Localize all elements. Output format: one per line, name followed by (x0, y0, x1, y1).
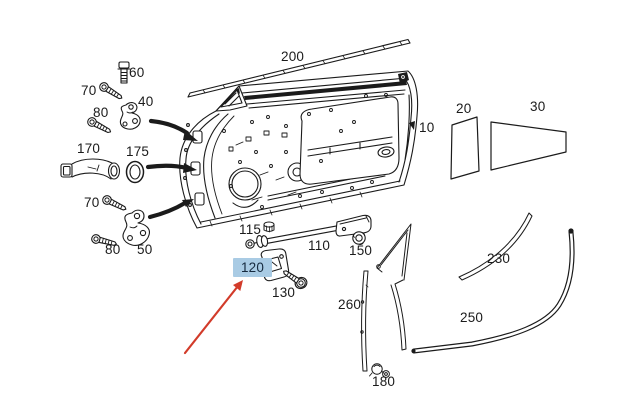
part-label-20[interactable]: 20 (456, 101, 472, 116)
part-label-180[interactable]: 180 (372, 374, 396, 389)
window-frame-seal-art (376, 223, 412, 351)
hinge-bracket-50-icon (122, 209, 150, 246)
door-shell-art (179, 70, 419, 229)
mount-arrow-icons (145, 118, 198, 220)
part-label-260[interactable]: 260 (338, 297, 362, 312)
molding-230-icon (458, 212, 533, 281)
part-label-150[interactable]: 150 (349, 243, 373, 258)
part-label-40[interactable]: 40 (138, 94, 154, 109)
quarter-glass-20-icon (450, 116, 480, 180)
part-label-115[interactable]: 115 (239, 222, 262, 237)
door-pull-handle-170-icon (60, 158, 121, 180)
part-label-170[interactable]: 170 (77, 141, 101, 156)
part-label-230[interactable]: 230 (487, 251, 511, 266)
bolt-60-icon (117, 61, 131, 84)
part-label-80-upper[interactable]: 80 (93, 105, 109, 120)
grommet-150-icon (352, 231, 366, 246)
part-label-130[interactable]: 130 (272, 285, 296, 300)
part-label-250[interactable]: 250 (460, 310, 484, 325)
door-seal-250-icon (411, 228, 575, 354)
check-strap-110-icon (245, 214, 372, 249)
guide-rail-260-icon (360, 270, 369, 372)
part-label-110[interactable]: 110 (308, 238, 331, 253)
part-label-200[interactable]: 200 (281, 49, 305, 64)
part-label-120-selected[interactable]: 120 (233, 258, 272, 277)
screw-130-icon (280, 267, 308, 290)
clip-180-icon (369, 363, 390, 378)
screw-70-lower-icon (100, 193, 129, 214)
part-label-30[interactable]: 30 (530, 99, 546, 114)
part-label-10[interactable]: 10 (419, 120, 435, 135)
screw-70-upper-icon (97, 80, 125, 103)
part-label-175[interactable]: 175 (126, 144, 150, 159)
clip-115-icon (263, 221, 275, 233)
seal-ring-175-icon (125, 160, 145, 184)
part-label-80-lower[interactable]: 80 (105, 242, 121, 257)
part-label-60[interactable]: 60 (129, 65, 145, 80)
selection-pointer-arrow-icon (183, 280, 243, 355)
door-glass-30-icon (490, 121, 567, 171)
part-label-50[interactable]: 50 (137, 242, 153, 257)
window-molding-strip-art (187, 38, 411, 98)
hinge-bracket-40-icon (119, 102, 141, 130)
part-label-70-lower[interactable]: 70 (84, 195, 100, 210)
part-label-70-upper[interactable]: 70 (81, 83, 97, 98)
